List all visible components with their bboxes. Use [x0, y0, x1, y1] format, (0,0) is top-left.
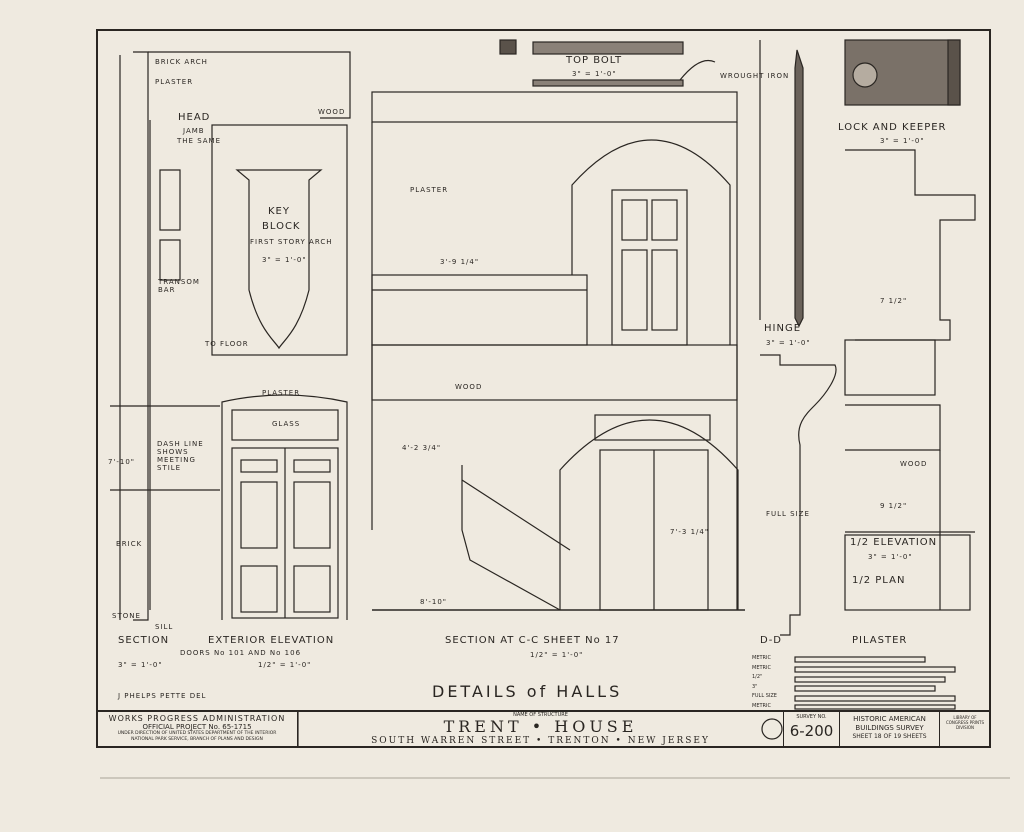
scale-labels: METRIC METRIC 1/2" 3" FULL SIZE METRIC	[752, 654, 777, 712]
structure-name: TRENT • HOUSE	[443, 717, 638, 736]
caption-dd: D-D	[760, 635, 783, 646]
label-glass: GLASS	[272, 420, 301, 428]
key-block	[235, 169, 323, 350]
label-transom-bar: TRANSOM BAR	[158, 278, 200, 294]
dim-c: 8'-10"	[420, 598, 448, 606]
label-block: BLOCK	[262, 221, 301, 232]
scale-label: METRIC	[752, 702, 771, 709]
label-brick: BRICK	[116, 540, 143, 548]
title-block-library: LIBRARY OF CONGRESS PRINTS DIVISION	[940, 712, 990, 746]
label-lock-scale: 3" = 1'-0"	[880, 137, 925, 145]
title-block-agency: WORKS PROGRESS ADMINISTRATION OFFICIAL P…	[97, 712, 298, 746]
section-profile	[110, 51, 351, 621]
caption-pilaster: PILASTER	[852, 635, 908, 646]
dim-d: 7'-3 1/4"	[670, 528, 710, 536]
label-top-bolt-scale: 3" = 1'-0"	[572, 70, 617, 78]
habs: HISTORIC AMERICAN BUILDINGS SURVEY	[853, 715, 926, 732]
label-wood: WOOD	[318, 108, 346, 116]
label-wrought-iron: WROUGHT IRON	[720, 72, 790, 80]
label-half-plan: 1/2 PLAN	[852, 575, 906, 586]
top-bolt-drawing	[499, 39, 716, 87]
caption-section: SECTION	[118, 635, 170, 646]
label-first-story-arch: FIRST STORY ARCH	[250, 238, 333, 246]
caption-doors: DOORS No 101 AND No 106	[180, 649, 302, 657]
label-plaster-door: PLASTER	[262, 389, 301, 397]
label-sill: SILL	[155, 623, 174, 631]
label-the-same: THE SAME	[177, 137, 222, 145]
label-half-elevation: 1/2 ELEVATION	[850, 537, 938, 548]
library: LIBRARY OF CONGRESS PRINTS DIVISION	[945, 715, 985, 730]
key-block-panel	[211, 124, 348, 356]
scale-label: 3"	[752, 683, 758, 690]
label-wood-hall: WOOD	[455, 383, 483, 391]
label-key-scale: 3" = 1'-0"	[262, 256, 307, 264]
caption-section-cc: SECTION AT C-C SHEET No 17	[445, 635, 620, 646]
label-brick-arch: BRICK ARCH	[155, 58, 208, 66]
dim-f: 9 1/2"	[880, 502, 908, 510]
pilaster-elevation	[844, 149, 976, 611]
hall-section	[371, 91, 745, 611]
caption-scale-elevation: 1/2" = 1'-0"	[258, 661, 312, 669]
title-block-habs: HISTORIC AMERICAN BUILDINGS SURVEY SHEET…	[840, 712, 940, 746]
survey-label: SURVEY NO.	[796, 714, 827, 720]
scale-label: 1/2"	[752, 674, 763, 681]
label-wood-pilaster: WOOD	[900, 460, 928, 468]
label-hinge: HINGE	[764, 323, 802, 334]
scale-label: METRIC	[752, 664, 771, 671]
title-block-structure: NAME OF STRUCTURE TRENT • HOUSE SOUTH WA…	[298, 712, 784, 746]
lock-drawing	[844, 39, 961, 106]
label-stone: STONE	[112, 612, 141, 620]
drawing-title: DETAILS of HALLS	[432, 682, 623, 701]
dim-g: 7'-10"	[108, 458, 136, 466]
label-head: HEAD	[178, 112, 211, 123]
label-full-size: FULL SIZE	[766, 510, 810, 518]
label-half-elevation-scale: 3" = 1'-0"	[868, 553, 913, 561]
label-plaster: PLASTER	[155, 78, 194, 86]
seal-icon	[761, 718, 783, 740]
caption-scale-section: 3" = 1'-0"	[118, 661, 163, 669]
hinge-drawing	[794, 49, 804, 328]
dim-e: 7 1/2"	[880, 297, 908, 305]
label-top-bolt: TOP BOLT	[566, 55, 623, 66]
exterior-door-elevation	[221, 394, 348, 620]
sheet-number: SHEET 18 OF 19 SHEETS	[852, 733, 927, 740]
agency: WORKS PROGRESS ADMINISTRATION	[108, 714, 286, 723]
moulding-profile	[760, 354, 837, 636]
project-no: OFFICIAL PROJECT No. 65-1715	[142, 723, 252, 731]
scale-label: FULL SIZE	[752, 693, 777, 700]
label-hinge-scale: 3" = 1'-0"	[766, 339, 811, 347]
sheet-border	[96, 29, 991, 748]
label-lock-keeper: LOCK AND KEEPER	[838, 122, 947, 133]
dim-a: 3'-9 1/4"	[440, 258, 480, 266]
caption-exterior-elevation: EXTERIOR ELEVATION	[208, 635, 335, 646]
name-label: NAME OF STRUCTURE	[513, 712, 568, 718]
label-dash-line: DASH LINE SHOWS MEETING STILE	[157, 440, 204, 472]
service: NATIONAL PARK SERVICE, BRANCH OF PLANS A…	[131, 737, 263, 742]
label-plaster-hall: PLASTER	[410, 186, 449, 194]
survey-number: 6-200	[789, 722, 834, 740]
caption-scale-cc: 1/2" = 1'-0"	[530, 651, 584, 659]
dim-b: 4'-2 3/4"	[402, 444, 442, 452]
direction: UNDER DIRECTION OF UNITED STATES DEPARTM…	[117, 731, 277, 736]
scale-label: METRIC	[752, 655, 771, 661]
graphic-scales	[794, 656, 956, 710]
address: SOUTH WARREN STREET • TRENTON • NEW JERS…	[371, 736, 710, 746]
label-key: KEY	[268, 206, 290, 217]
label-jamb: JAMB	[183, 127, 205, 135]
label-to-floor: TO FLOOR	[205, 340, 249, 348]
delineator: J PHELPS PETTE DEL	[118, 692, 207, 700]
title-block-survey: SURVEY NO. 6-200	[784, 712, 840, 746]
